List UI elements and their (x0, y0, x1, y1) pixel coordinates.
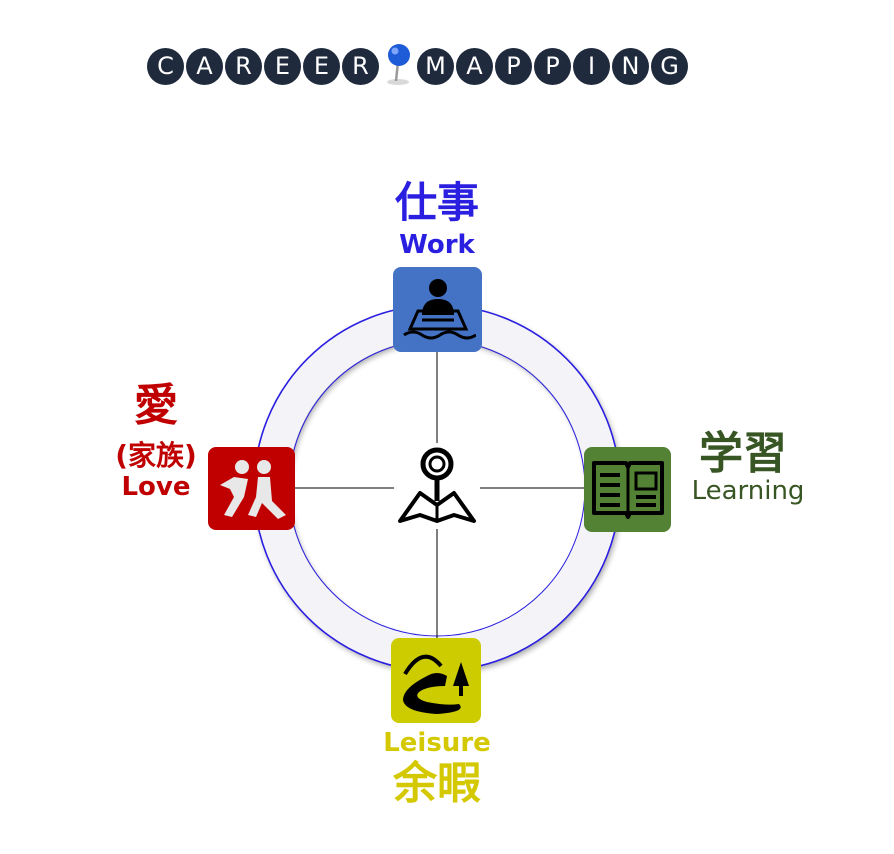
landscape-tree-icon (403, 654, 469, 714)
two-people-icon (219, 459, 286, 519)
map-pin-icon (381, 42, 415, 86)
title-letter: A (456, 47, 493, 85)
open-book-icon (591, 460, 664, 519)
love-label-jp-sub: (家族) (115, 439, 197, 472)
leisure-label-jp: 余暇 (393, 758, 481, 809)
love-label-jp: 愛 (134, 380, 178, 431)
page-title: C A R E E R M A P P I N G (147, 44, 688, 86)
title-letter: A (186, 47, 223, 85)
learning-label-en: Learning (691, 476, 805, 506)
title-letter: R (225, 47, 262, 85)
title-letter: E (303, 47, 340, 85)
title-letter: P (495, 47, 532, 85)
love-tile (208, 447, 295, 530)
title-letter: N (612, 47, 649, 85)
work-tile (393, 267, 482, 352)
person-reading-book-icon (394, 443, 480, 529)
title-letter: E (264, 47, 301, 85)
title-letter: C (147, 47, 184, 85)
learning-tile (584, 447, 671, 532)
title-letter: P (534, 47, 571, 85)
title-letter: R (342, 47, 379, 85)
work-label-en: Work (399, 230, 475, 260)
leisure-tile (391, 638, 481, 723)
title-letter: M (417, 47, 454, 85)
person-at-desk-icon (402, 278, 476, 339)
love-label-en: Love (121, 472, 191, 502)
learning-label-jp: 学習 (699, 428, 787, 479)
title-letter: G (651, 47, 688, 85)
work-label-jp: 仕事 (394, 178, 479, 227)
title-letter: I (573, 47, 610, 85)
leisure-label-en: Leisure (383, 728, 491, 758)
